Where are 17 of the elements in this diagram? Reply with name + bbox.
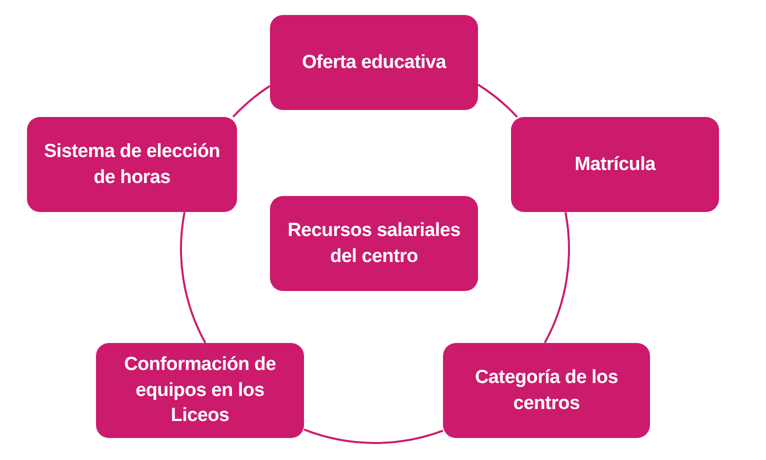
- process-box: [270, 15, 478, 110]
- box-label: Conformación de equipos en los Liceos: [123, 353, 277, 428]
- circle-arc-connector: [232, 85, 270, 118]
- box-label: Recursos salariales del centro: [286, 218, 462, 268]
- box-label: Matrícula: [574, 152, 656, 177]
- circle-arc-connector: [304, 428, 444, 444]
- box-label: Sistema de elección de horas: [43, 140, 221, 190]
- process-box: [443, 343, 650, 438]
- process-box: [27, 117, 237, 212]
- circle-arc-connector: [180, 212, 206, 344]
- circle-arc-connector: [544, 212, 570, 344]
- box-label: Categoría de los centros: [474, 366, 620, 416]
- process-box: [270, 196, 478, 291]
- process-box: [511, 117, 719, 212]
- box-label: Oferta educativa: [302, 50, 446, 75]
- process-box: [96, 343, 304, 438]
- circle-arc-connector: [478, 84, 518, 118]
